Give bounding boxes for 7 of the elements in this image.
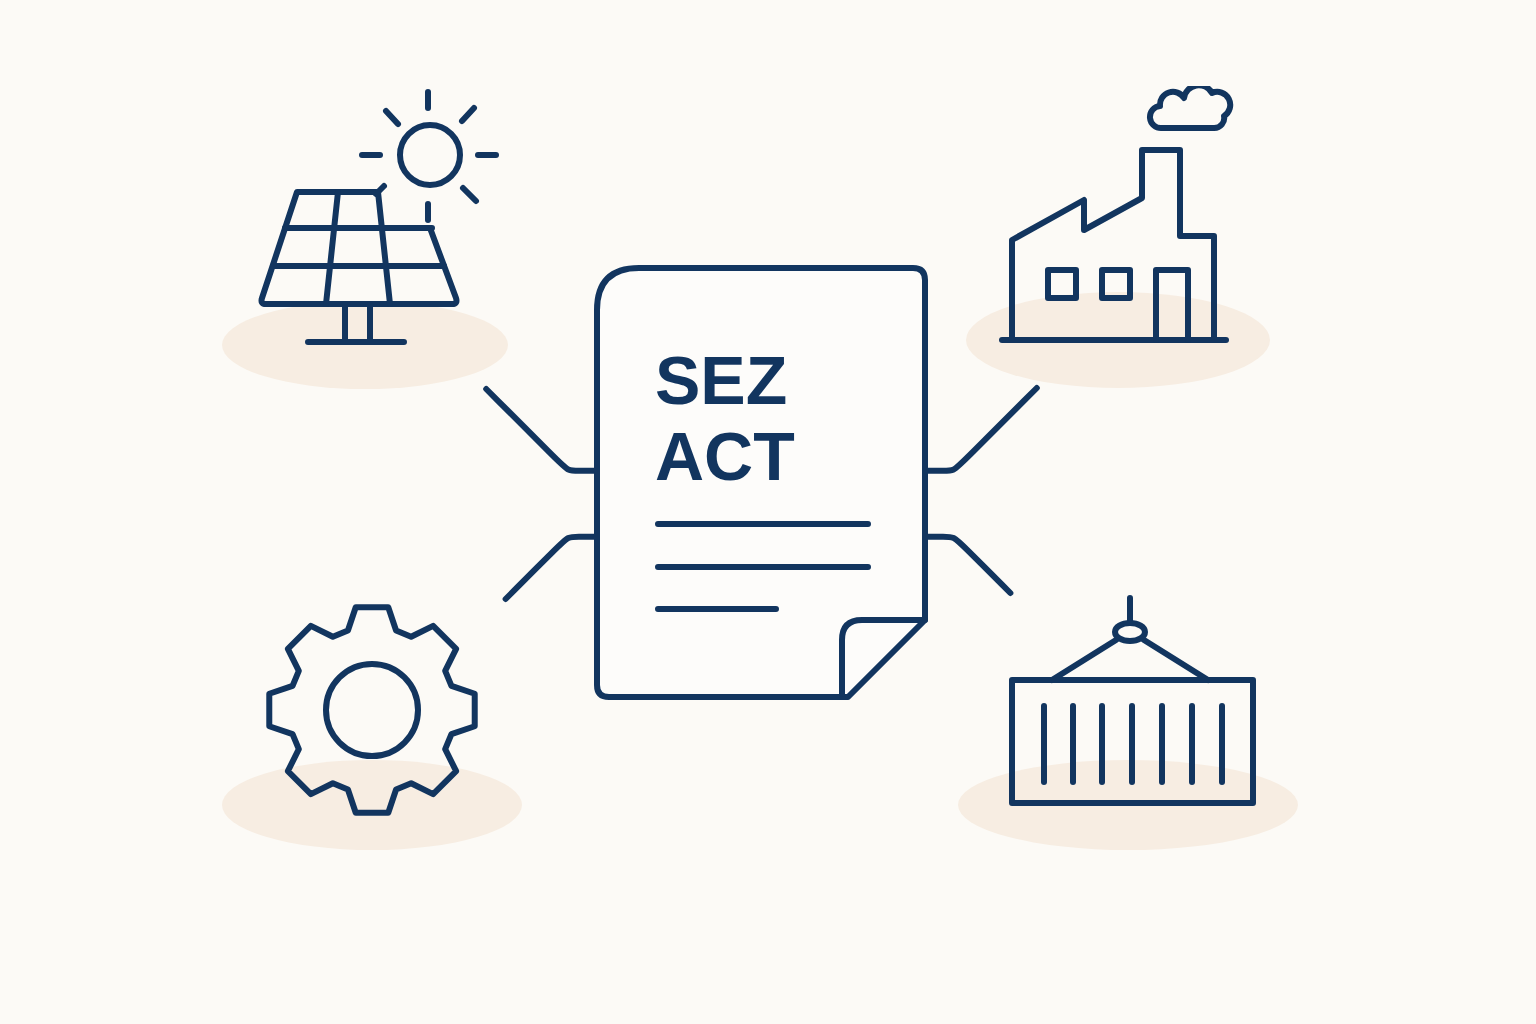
document-shape [594,265,928,701]
factory-icon [966,86,1270,388]
solar-panel-icon [222,88,508,389]
document-title: SEZ ACT [655,342,795,494]
shipping-container-icon [958,593,1298,850]
connector-line [925,533,1014,596]
connector-line [925,385,1040,474]
